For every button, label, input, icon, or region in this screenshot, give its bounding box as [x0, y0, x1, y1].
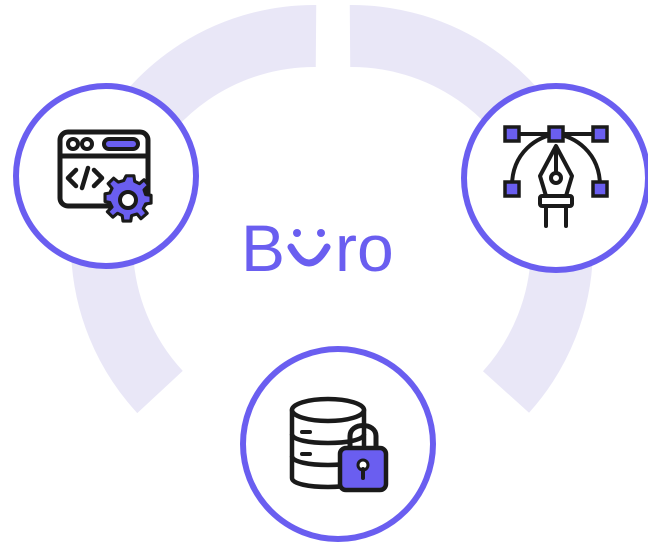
logo-eye-left [293, 229, 301, 237]
logo-smile [287, 243, 331, 267]
code-settings-icon [57, 129, 153, 223]
service-badge-security [240, 346, 436, 542]
logo-letters-ro: ro [335, 211, 394, 285]
service-badge-design [461, 83, 648, 273]
ring-segment-left [71, 248, 184, 414]
brand-logo: B ro [233, 197, 433, 287]
database-lock-icon [289, 396, 389, 493]
logo-letter-b: B [241, 211, 285, 285]
service-badge-development [13, 83, 199, 269]
logo-eye-right [317, 229, 325, 237]
vector-pen-icon [503, 125, 609, 228]
